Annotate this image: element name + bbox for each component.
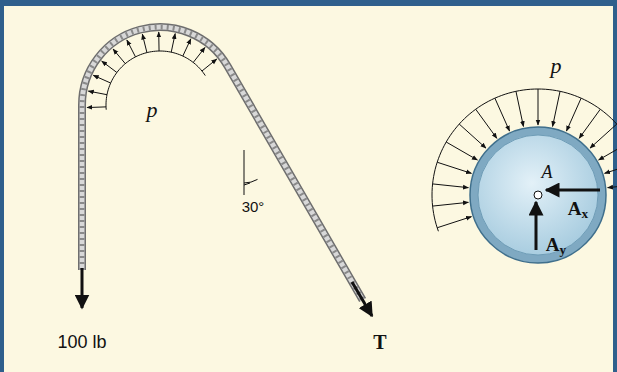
- reaction-label: Ax: [568, 198, 588, 222]
- angle-tick: [244, 183, 250, 185]
- pressure-arrow: [88, 91, 107, 95]
- point-label: A: [542, 162, 553, 183]
- reaction-arrow: [546, 189, 600, 192]
- pressure-arrow: [437, 217, 471, 228]
- pressure-arrow: [446, 142, 477, 160]
- pressure-arrow: [193, 47, 205, 62]
- pressure-arrow: [605, 162, 617, 173]
- load-envelope: [432, 89, 617, 231]
- pressure-arrow: [93, 75, 110, 83]
- force-label: T: [373, 331, 386, 354]
- pressure-arrow: [113, 49, 125, 64]
- pressure-arrow: [476, 109, 497, 138]
- pressure-arrow: [538, 89, 539, 125]
- pressure-arrow: [433, 184, 469, 188]
- pressure-arrow: [87, 106, 106, 108]
- reaction-label: Ay: [546, 234, 566, 258]
- pressure-label: p: [551, 53, 562, 79]
- rope-core: [82, 27, 363, 300]
- force-arrow: [81, 268, 84, 308]
- pressure-arrow: [127, 40, 136, 57]
- pressure-arrow: [495, 98, 510, 131]
- pressure-arrow: [579, 109, 600, 138]
- pressure-arrow: [599, 142, 617, 160]
- pressure-label: p: [147, 97, 158, 123]
- rope-outline: [82, 27, 363, 300]
- rope: [82, 27, 363, 300]
- pressure-arrow: [516, 91, 523, 126]
- angle-arc: [244, 179, 258, 183]
- pressure-arrow: [608, 184, 617, 188]
- reaction-arrow: [535, 202, 538, 250]
- angle-label: 30°: [242, 198, 265, 215]
- pressure-arrow: [433, 202, 469, 206]
- pressure-arrow: [158, 32, 159, 51]
- reference-line: [244, 150, 245, 195]
- pressure-arrow: [590, 124, 617, 148]
- pressure-arrow: [459, 124, 486, 148]
- pressure-arrow: [566, 98, 581, 131]
- force-label: 100 lb: [57, 332, 106, 353]
- pressure-arrow: [102, 61, 117, 72]
- pressure-arrow: [183, 39, 191, 56]
- force-arrow: [352, 282, 372, 316]
- pressure-arrow: [202, 59, 217, 71]
- pressure-arrow: [171, 34, 175, 53]
- pressure-arrows: [432, 89, 617, 231]
- pressure-arrow: [142, 34, 147, 52]
- pressure-arrow: [437, 162, 471, 173]
- rope-strands: [82, 27, 363, 300]
- pressure-arrow: [553, 91, 560, 126]
- drum: [470, 127, 606, 263]
